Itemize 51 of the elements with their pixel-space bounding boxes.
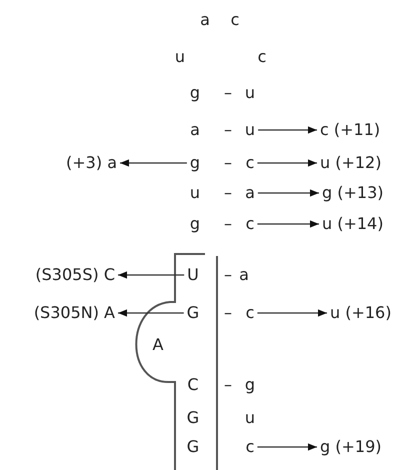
nucleotide: c [230, 12, 240, 28]
nucleotide: u [244, 122, 256, 138]
nucleotide: g [244, 377, 256, 393]
arrow [257, 159, 317, 167]
nucleotide: a [190, 122, 200, 138]
nucleotide: A [152, 337, 164, 353]
nucleotide: U [187, 267, 199, 283]
arrow [118, 309, 184, 317]
base-pair-dash: – [224, 305, 232, 321]
arrow [258, 126, 317, 134]
mutation-label: g (+19) [320, 439, 382, 455]
nucleotide: u [244, 410, 256, 426]
arrow [257, 443, 317, 451]
nucleotide: C [187, 377, 199, 393]
nucleotide: u [190, 185, 200, 201]
mutation-label: (S305S) C [35, 267, 115, 283]
arrow [118, 271, 184, 279]
nucleotide: a [245, 185, 255, 201]
base-pair-dash: – [224, 267, 232, 283]
nucleotide: c [246, 305, 254, 321]
mutation-label: u (+16) [330, 305, 392, 321]
nucleotide: g [190, 85, 200, 101]
nucleotide: a [200, 12, 210, 28]
arrow [257, 309, 327, 317]
nucleotide: c [246, 439, 254, 455]
nucleotide: g [190, 155, 200, 171]
mutation-label: (+3) a [66, 155, 117, 171]
base-pair-dash: – [224, 185, 232, 201]
nucleotide: a [239, 267, 249, 283]
nucleotide: u [244, 85, 256, 101]
nucleotide: G [186, 305, 200, 321]
arrow [120, 159, 187, 167]
nucleotide: G [186, 439, 200, 455]
base-pair-dash: – [224, 85, 232, 101]
mutation-label: (S305N) A [34, 305, 115, 321]
nucleotide: u [174, 49, 186, 65]
nucleotide: G [186, 410, 200, 426]
mutation-label: g (+13) [322, 185, 384, 201]
mutation-label: c (+11) [320, 122, 380, 138]
nucleotide: c [258, 49, 266, 65]
nucleotide: g [190, 216, 200, 232]
mutation-label: u (+12) [320, 155, 382, 171]
mutation-label: u (+14) [322, 216, 384, 232]
base-pair-dash: – [224, 155, 232, 171]
base-pair-dash: – [224, 216, 232, 232]
base-pair-dash: – [224, 377, 232, 393]
arrow [258, 189, 319, 197]
nucleotide: c [246, 155, 254, 171]
arrow [257, 220, 319, 228]
base-pair-dash: – [224, 122, 232, 138]
nucleotide: c [246, 216, 254, 232]
